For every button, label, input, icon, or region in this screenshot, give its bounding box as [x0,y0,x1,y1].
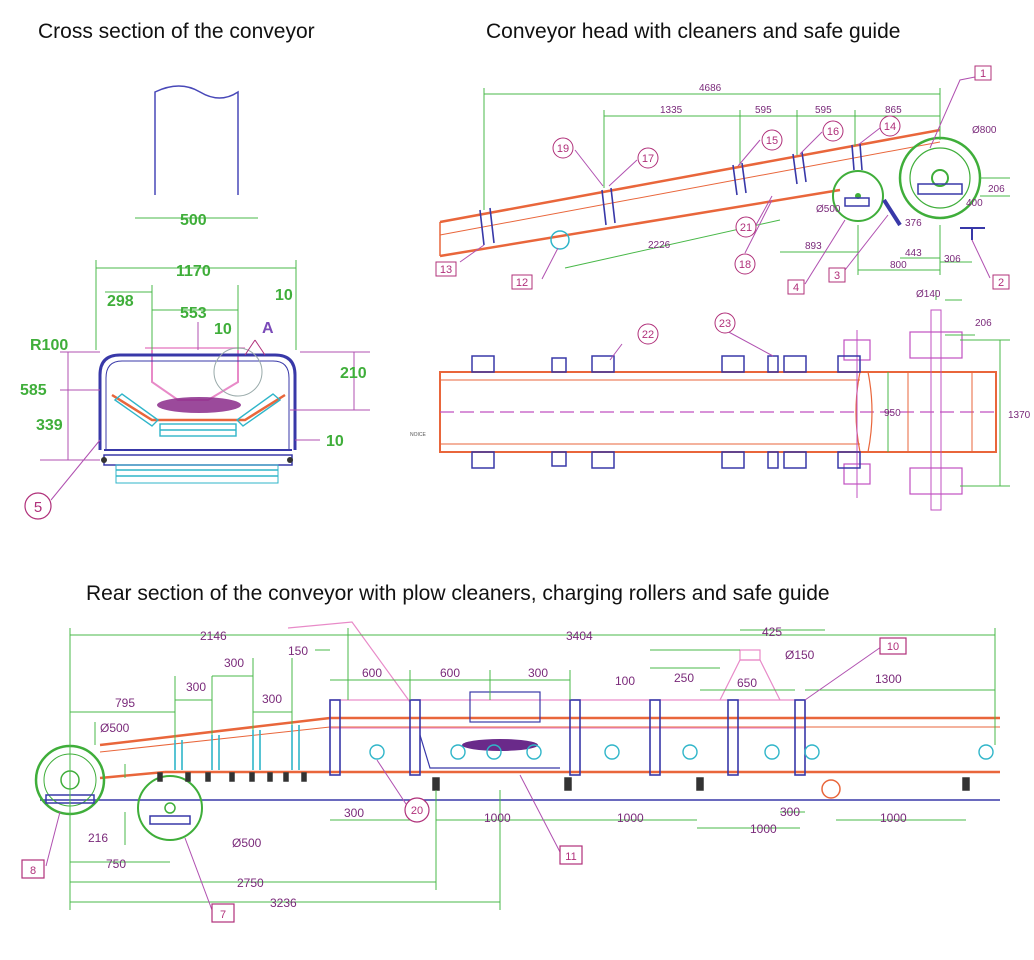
rear-dim-300d: 300 [262,692,282,706]
rear-dim-1000b: 1000 [617,811,644,825]
cs-detail-a-label: A [262,320,274,337]
head-dim-1335: 1335 [660,105,683,116]
rear-dim-2750: 2750 [237,876,264,890]
rear-dim-1000d: 1000 [880,811,907,825]
head-dim-865: 865 [885,105,902,116]
rear-dim-d500-tail: Ø500 [100,721,130,735]
plan-small-note: NOICE [410,432,427,438]
rear-dim-425: 425 [762,625,782,639]
rear-dim-3404: 3404 [566,629,593,643]
callout-7: 7 [220,909,226,921]
rear-dim-300e: 300 [344,806,364,820]
cs-dim-10-right: 10 [326,433,344,450]
callout-12: 12 [516,277,528,289]
head-dim-595a: 595 [755,105,772,116]
cs-dim-500: 500 [180,212,207,229]
callout-21: 21 [740,222,752,234]
head-side-view [439,76,1010,285]
rear-dim-d500-snub: Ø500 [232,836,262,850]
callout-8: 8 [30,865,36,877]
callout-5: 5 [34,499,42,516]
head-callouts [435,65,1010,295]
cs-dim-210: 210 [340,365,367,382]
rear-dim-650: 650 [737,676,757,690]
head-dim-595b: 595 [815,105,832,116]
callout-23: 23 [719,318,731,330]
rear-dim-3236: 3236 [270,896,297,910]
head-plan-view [439,290,1010,511]
head-dim-4686: 4686 [699,83,722,94]
cs-dim-339: 339 [36,417,63,434]
cs-dim-10-top: 10 [275,287,293,304]
rear-dim-300b: 300 [224,656,244,670]
rear-dim-300a: 300 [528,666,548,680]
callout-14: 14 [884,121,896,133]
callout-3: 3 [834,270,840,282]
head-dim-206: 206 [988,184,1005,195]
callout-2: 2 [998,277,1004,289]
rear-section-drawing [21,621,1000,923]
cs-dim-298: 298 [107,293,134,310]
rear-dim-600a: 600 [362,666,382,680]
plan-dim-206: 206 [975,318,992,329]
cross-section-drawing [24,85,370,520]
head-dim-800: 800 [890,260,907,271]
rear-dim-1300: 1300 [875,672,902,686]
rear-section-title: Rear section of the conveyor with plow c… [86,582,830,605]
cs-dim-585: 585 [20,382,47,399]
cs-dim-r100: R100 [30,337,68,354]
head-dim-400: 400 [966,198,983,209]
callout-10: 10 [887,641,899,653]
callout-11: 11 [565,851,576,863]
head-dim-2226: 2226 [648,240,671,251]
head-dim-893: 893 [805,241,822,252]
rear-dim-300f: 300 [780,805,800,819]
rear-dim-100: 100 [615,674,635,688]
rear-dim-2146: 2146 [200,629,227,643]
rear-dim-600b: 600 [440,666,460,680]
rear-dim-250: 250 [674,671,694,685]
callout-13: 13 [440,264,452,276]
callout-19: 19 [557,143,569,155]
rear-dim-d150: Ø150 [785,648,815,662]
plan-dim-950: 950 [884,408,901,419]
head-dim-d500: Ø500 [816,204,841,215]
head-dim-376: 376 [905,218,922,229]
callout-15: 15 [766,135,778,147]
callout-16: 16 [827,126,839,138]
callout-18: 18 [739,259,751,271]
head-section-title: Conveyor head with cleaners and safe gui… [486,20,901,43]
callout-1: 1 [980,68,986,80]
cs-dim-1170: 1170 [176,263,211,280]
head-dim-306: 306 [944,254,961,265]
rear-dim-150: 150 [288,644,308,658]
cs-dim-10-mid: 10 [214,321,232,338]
rear-dim-750: 750 [106,857,126,871]
cs-dim-553: 553 [180,305,207,322]
head-dim-d800: Ø800 [972,125,997,136]
plan-dim-d140: Ø140 [916,289,941,300]
callout-4: 4 [793,282,799,294]
callout-17: 17 [642,153,654,165]
rear-dim-1000c: 1000 [750,822,777,836]
rear-dim-216: 216 [88,831,108,845]
rear-dim-300c: 300 [186,680,206,694]
rear-dim-1000a: 1000 [484,811,511,825]
rear-dim-795: 795 [115,696,135,710]
callout-22: 22 [642,329,654,341]
callout-20: 20 [411,805,423,817]
head-dim-443: 443 [905,248,922,259]
cross-section-title: Cross section of the conveyor [38,20,315,43]
plan-dim-1370: 1370 [1008,410,1031,421]
